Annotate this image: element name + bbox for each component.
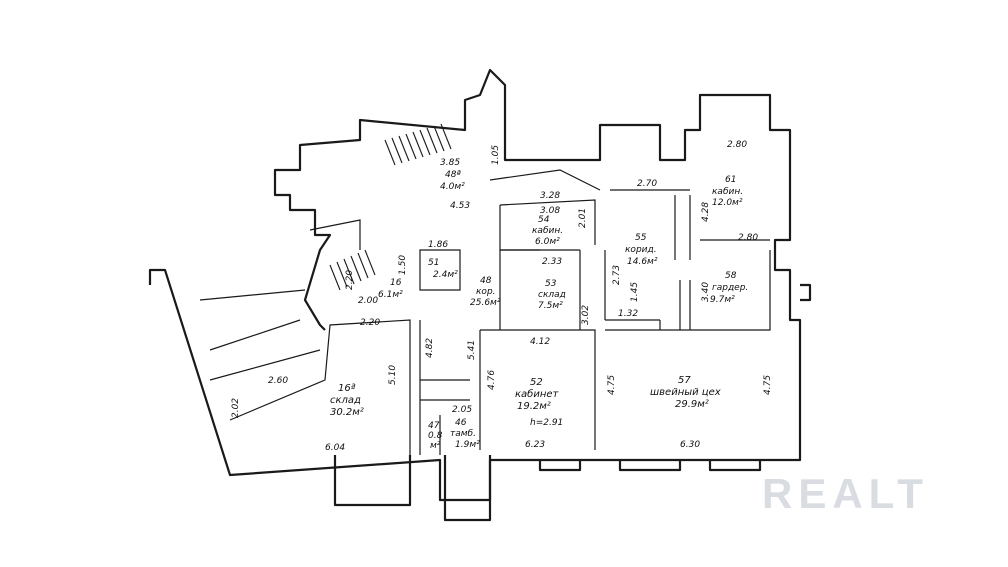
ceiling-height: h=2.91 — [530, 418, 563, 428]
room-48a-number: 3.85 — [440, 158, 460, 168]
room-16a-number: 16ª — [338, 383, 356, 394]
room-55-name: корид. — [625, 245, 657, 255]
room-16a-area: 30.2м² — [330, 407, 364, 418]
room-55-number: 55 — [635, 233, 647, 243]
dim-label: 3.28 — [540, 191, 560, 201]
room-46-name: тамб. — [450, 429, 476, 439]
room-48-number: 48 — [480, 276, 492, 286]
room-61-area: 12.0м² — [712, 198, 743, 208]
room-48-area: 25.6м² — [470, 298, 501, 308]
room-57-name: швейный цех — [650, 387, 721, 398]
room-61-number: 61 — [725, 175, 736, 185]
room-48a-area: 4.0м² — [440, 182, 465, 192]
dim-label: 3.02 — [581, 305, 591, 325]
room-52-number: 52 — [530, 377, 543, 388]
room-58-name: гардер. — [712, 283, 748, 293]
room-51-area: 2.4м² — [433, 270, 458, 280]
dim-label: 6.04 — [325, 443, 345, 453]
room-16-number: 16 — [390, 278, 402, 288]
room-53-name: склад — [538, 290, 566, 300]
room-54-area: 6.0м² — [535, 237, 560, 247]
dim-label: 1.32 — [618, 309, 638, 319]
dim-label: 5.41 — [467, 340, 477, 360]
dim-label: 4.76 — [487, 370, 497, 390]
dim-label: 4.82 — [425, 338, 435, 358]
dim-label: 2.60 — [268, 376, 288, 386]
dim-label: 2.20 — [345, 270, 355, 290]
room-54-name: кабин. — [532, 226, 563, 236]
walls — [148, 68, 812, 522]
room-46-number: 46 — [455, 418, 467, 428]
dim-label: 1.50 — [398, 255, 408, 275]
room-58-number: 58 — [725, 271, 737, 281]
dim-label: 4.53 — [450, 201, 470, 211]
room-16a-name: склад — [330, 395, 361, 406]
dim-label: 4.12 — [530, 337, 550, 347]
room-52-area: 19.2м² — [517, 401, 551, 412]
room-55-area: 14.6м² — [627, 257, 658, 267]
dim-label: 1.86 — [428, 240, 448, 250]
dimension-labels: 2.20 5.10 2.60 2.02 6.04 2.20 2.00 1.86 … — [231, 140, 773, 453]
watermark-logo: REALT — [762, 470, 929, 517]
dim-label: 6.23 — [525, 440, 545, 450]
dim-label: 4.28 — [701, 202, 711, 222]
room-48a-name: 48ª — [445, 170, 461, 180]
dim-label: 2.33 — [542, 257, 562, 267]
dim-label: 2.73 — [612, 265, 622, 285]
dim-label: 3.08 — [540, 206, 560, 216]
dim-label: 2.02 — [231, 398, 241, 418]
room-52-name: кабинет — [515, 388, 560, 400]
staircase — [329, 123, 452, 291]
room-47-number: 47 — [428, 421, 440, 431]
room-61-name: кабин. — [712, 187, 743, 197]
dim-label: 4.75 — [763, 375, 773, 395]
room-46-area: 1.9м² — [455, 440, 480, 450]
dim-label: 1.45 — [630, 282, 640, 302]
dim-label: 2.80 — [727, 140, 747, 150]
room-47-name: 0.8 — [428, 431, 443, 441]
dim-label: 1.05 — [491, 145, 501, 165]
room-57-area: 29.9м² — [675, 399, 709, 410]
dim-label: 2.00 — [358, 296, 378, 306]
dim-label: 3.40 — [701, 282, 711, 302]
dim-label: 6.30 — [680, 440, 700, 450]
dim-label: 2.70 — [637, 179, 657, 189]
room-16-area: 6.1м² — [378, 290, 403, 300]
room-57-number: 57 — [678, 375, 691, 386]
dim-label: 5.10 — [388, 365, 398, 385]
dim-label: 2.05 — [452, 405, 472, 415]
room-labels: 16ª склад 30.2м² 16 6.1м² 3.85 48ª 4.0м²… — [330, 158, 748, 451]
room-54-number: 54 — [538, 215, 550, 225]
room-51-number: 51 — [428, 258, 439, 268]
dim-label: 2.20 — [360, 318, 380, 328]
room-53-number: 53 — [545, 279, 557, 289]
room-47-area: м² — [430, 441, 441, 451]
room-48-name: кор. — [476, 287, 496, 297]
dim-label: 2.80 — [738, 233, 758, 243]
dim-label: 4.75 — [607, 375, 617, 395]
room-53-area: 7.5м² — [538, 301, 563, 311]
dim-label: 2.01 — [578, 208, 588, 228]
room-58-area: 9.7м² — [710, 295, 735, 305]
